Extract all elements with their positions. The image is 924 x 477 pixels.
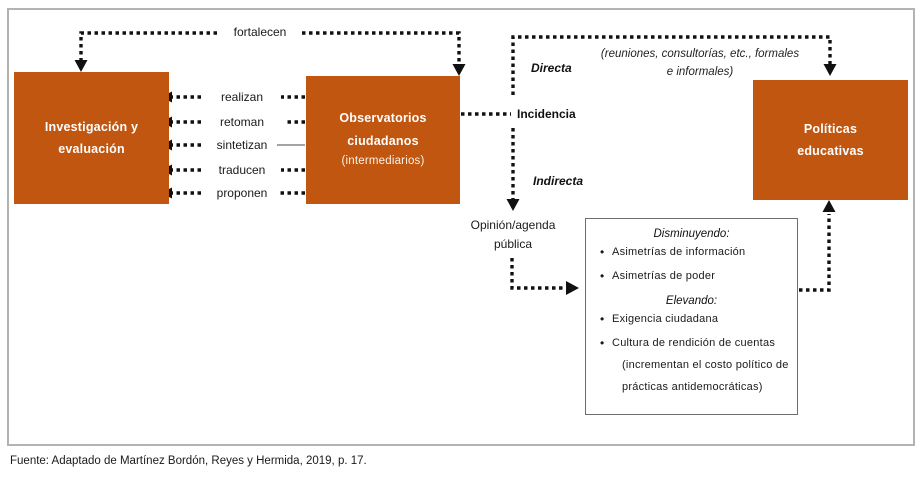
- box-policy-line2: educativas: [797, 144, 864, 158]
- box-research-line2: evaluación: [58, 142, 125, 156]
- list-item-cont-1: (incrementan el costo político de: [622, 358, 789, 371]
- box-policy-line1: Políticas: [803, 121, 858, 136]
- box-research[interactable]: Investigación y evaluación: [14, 72, 169, 204]
- note-direct-channels-line1: (reuniones, consultorías, etc., formales: [600, 48, 800, 60]
- box-observatories[interactable]: Observatorios ciudadanos (intermediarios…: [306, 76, 460, 204]
- label-verb-retoman: retoman: [219, 115, 265, 129]
- label-fortalecen: fortalecen: [233, 25, 287, 39]
- box-policy[interactable]: Políticas educativas: [753, 80, 908, 200]
- label-indirecta: Indirecta: [533, 174, 584, 188]
- label-verb-realizan: realizan: [220, 90, 264, 104]
- effects-heading-increasing: Elevando:: [665, 294, 718, 307]
- label-verb-sintetizan: sintetizan: [216, 138, 268, 152]
- list-item: Cultura de rendición de cuentas (increme…: [600, 335, 797, 396]
- label-incidencia: Incidencia: [517, 107, 576, 121]
- label-verb-traducen: traducen: [218, 163, 266, 177]
- label-public-opinion: Opinión/agenda pública: [471, 216, 556, 254]
- box-observatories-subtitle: (intermediarios): [341, 155, 425, 168]
- list-item: Asimetrías de poder: [600, 268, 797, 285]
- figure-caption: Fuente: Adaptado de Martínez Bordón, Rey…: [10, 455, 367, 467]
- effects-list-increasing: Exigencia ciudadana Cultura de rendición…: [586, 311, 797, 396]
- box-research-line1: Investigación y: [44, 119, 139, 134]
- list-item-cont-2: prácticas antidemocráticas): [622, 380, 763, 393]
- list-item-text: Cultura de rendición de cuentas: [612, 336, 776, 349]
- list-item: Asimetrías de información: [600, 244, 797, 261]
- box-observatories-line2: ciudadanos: [347, 133, 419, 148]
- effects-heading-decreasing: Disminuyendo:: [653, 228, 730, 240]
- note-direct-channels-line2: e informales): [666, 65, 734, 78]
- label-public-opinion-line2: pública: [493, 237, 533, 252]
- effects-box: Disminuyendo: Asimetrías de información …: [585, 218, 798, 415]
- label-public-opinion-line1: Opinión/agenda: [470, 218, 556, 232]
- note-direct-channels: (reuniones, consultorías, etc., formales…: [601, 46, 799, 82]
- label-verb-proponen: proponen: [216, 186, 268, 200]
- effects-list-decreasing: Asimetrías de información Asimetrías de …: [586, 244, 797, 285]
- label-directa: Directa: [531, 61, 572, 75]
- list-item: Exigencia ciudadana: [600, 311, 797, 328]
- box-observatories-line1: Observatorios: [339, 111, 427, 126]
